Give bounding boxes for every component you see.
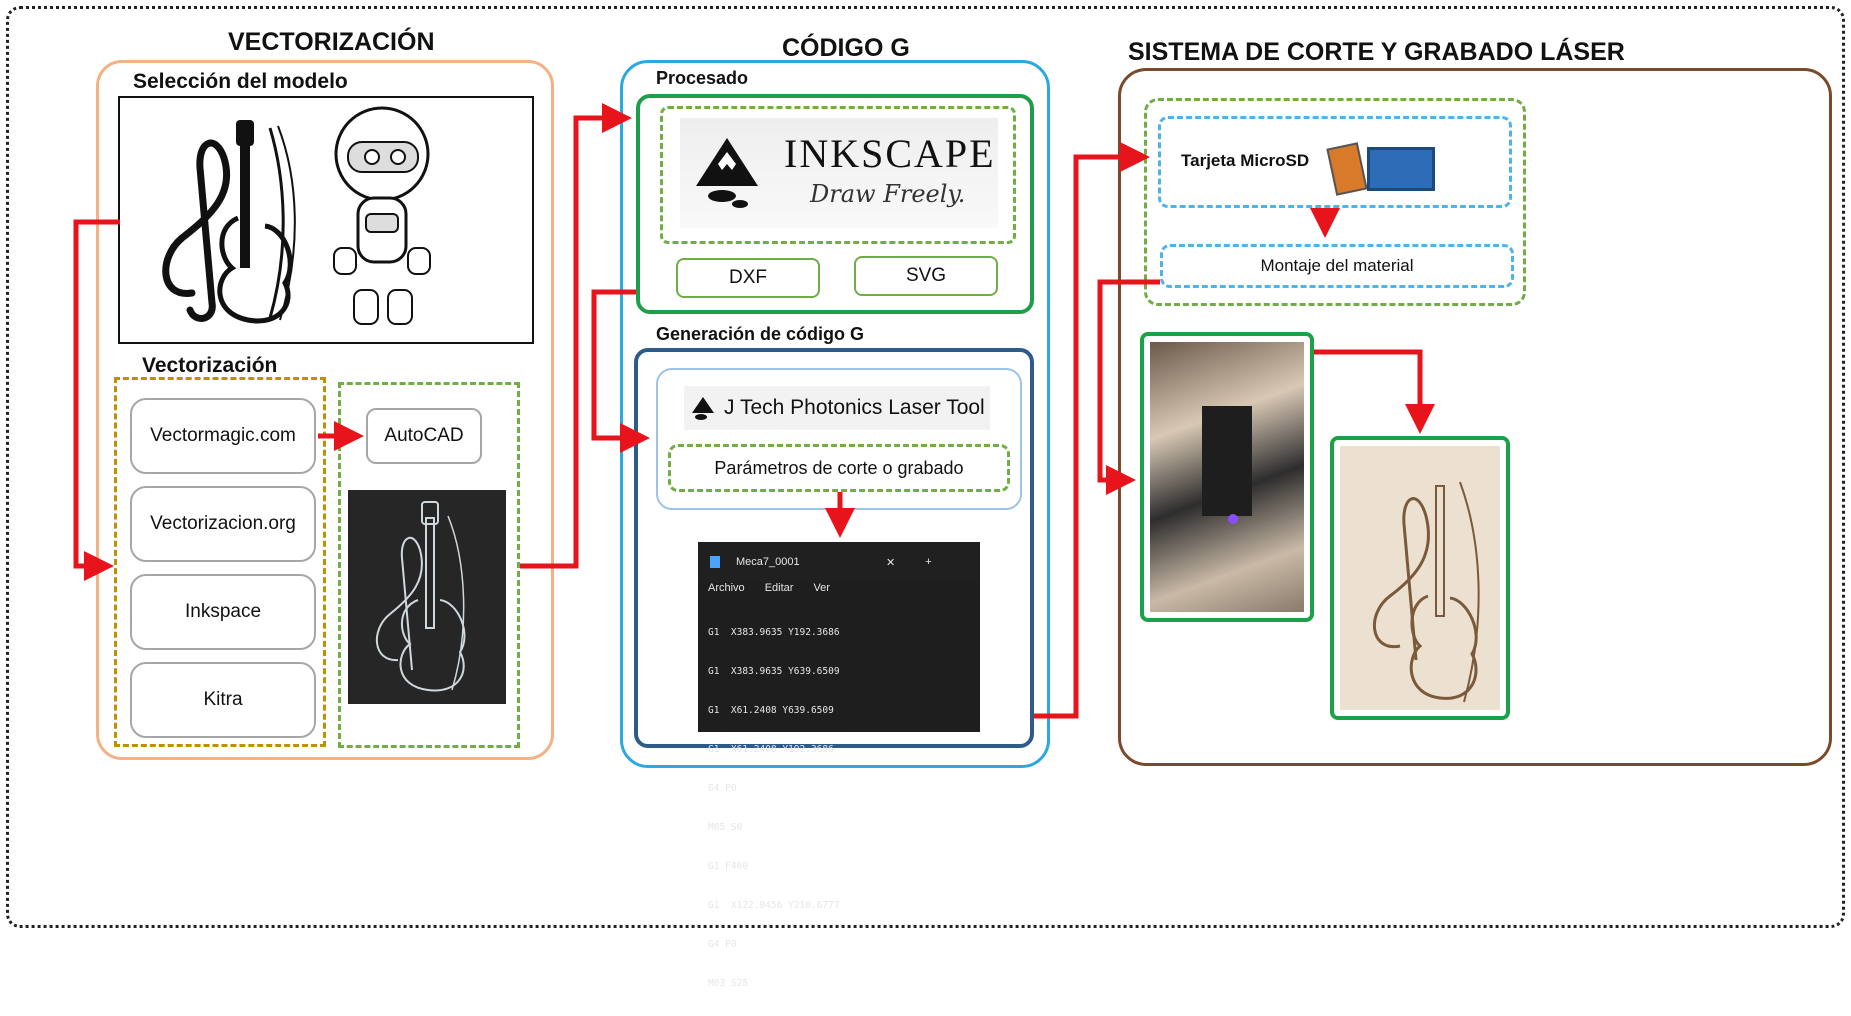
laser-head — [1202, 406, 1252, 516]
editor-menubar: Archivo Editar Ver — [698, 582, 980, 600]
microsd-box: Tarjeta MicroSD — [1158, 116, 1512, 208]
microsd-label: Tarjeta MicroSD — [1181, 151, 1310, 170]
laser-frame — [1118, 68, 1832, 766]
laser-machine-photo — [1150, 342, 1304, 612]
editor-tab-title: Meca7_0001 — [736, 556, 800, 568]
engraved-result-photo — [1340, 446, 1500, 710]
microsd-dashed-group — [1144, 98, 1526, 306]
code-line: G4 P0 — [708, 939, 737, 950]
inkscape-tagline: Draw Freely. — [810, 180, 966, 208]
arrow-mount-to-machine — [1097, 279, 1160, 495]
code-line: G4 P0 — [708, 783, 737, 794]
menu-ver: Ver — [813, 582, 830, 594]
inkscape-small-icon — [692, 397, 714, 420]
arrow-model-to-tools — [73, 219, 120, 581]
generation-panel — [634, 348, 1034, 748]
inkscape-logo-text: INKSCAPE — [784, 131, 996, 176]
editor-titlebar: Meca7_0001 ✕ + — [698, 542, 980, 582]
arrow-autocad-to-processed — [520, 103, 632, 569]
code-line: M03 S25 — [708, 978, 749, 989]
jtech-header: J Tech Photonics Laser Tool — [684, 386, 990, 430]
processed-label: Procesado — [656, 68, 749, 88]
format-dxf: DXF — [676, 258, 820, 298]
lcd-display-icon — [1367, 147, 1435, 191]
section-title-vectorizacion: VECTORIZACIÓN — [228, 28, 435, 56]
format-svg: SVG — [854, 256, 998, 296]
params-box: Parámetros de corte o grabado — [668, 444, 1010, 492]
codigo-g-frame — [620, 60, 1050, 768]
vectorization-label: Vectorización — [142, 354, 278, 377]
code-line: G1 X122.0456 Y218.6777 — [708, 900, 840, 911]
autocad-preview — [348, 490, 506, 704]
outer-frame — [6, 6, 1845, 928]
model-selection-label: Selección del modelo — [133, 70, 348, 93]
tools-dashed-group — [114, 377, 326, 747]
section-title-laser: SISTEMA DE CORTE Y GRABADO LÁSER — [1128, 38, 1625, 66]
arrow-machine-to-result — [1314, 349, 1435, 434]
jtech-label: J Tech Photonics Laser Tool — [724, 396, 985, 419]
code-line: G1 X383.9635 Y639.6509 — [708, 666, 840, 677]
section-title-codigo-g: CÓDIGO G — [782, 34, 910, 62]
guitar-clef-drawing — [162, 120, 296, 324]
autocad-box: AutoCAD — [366, 408, 482, 464]
tool-kitra: Kitra — [130, 662, 316, 738]
tool-vectormagic: Vectormagic.com — [130, 398, 316, 474]
close-tab-icon: ✕ — [886, 556, 896, 569]
guitar-outline-icon — [375, 501, 466, 692]
processed-panel — [636, 94, 1034, 314]
generation-label: Generación de código G — [656, 324, 865, 344]
mount-box: Montaje del material — [1160, 244, 1514, 288]
menu-editar: Editar — [764, 582, 794, 594]
autocad-dashed-group — [338, 382, 520, 748]
inkscape-logo-panel: INKSCAPE Draw Freely. — [680, 118, 998, 228]
laser-machine-photo-frame — [1140, 332, 1314, 622]
menu-archivo: Archivo — [708, 582, 745, 594]
engraved-guitar-icon — [1373, 481, 1480, 703]
code-line: G1 X383.9635 Y192.3686 — [708, 627, 840, 638]
gcode-editor-window: Meca7_0001 ✕ + Archivo Editar Ver G1 X38… — [698, 542, 980, 989]
vectorizacion-frame — [96, 60, 554, 760]
code-line: G1 F400 — [708, 861, 749, 872]
tool-vectorizacion-org: Vectorizacion.org — [130, 486, 316, 562]
code-line: G1 X61.2408 Y192.3686 — [708, 744, 834, 755]
flow-arrows — [73, 103, 1435, 719]
arrow-generation-to-microsd — [1034, 142, 1150, 719]
laser-beam-icon — [1228, 514, 1238, 524]
code-line: G1 X61.2408 Y639.6509 — [708, 705, 834, 716]
code-line: M05 S0 — [708, 822, 743, 833]
robot-drawing — [333, 106, 431, 325]
engraved-result-photo-frame — [1330, 436, 1510, 720]
tool-inkspace: Inkspace — [130, 574, 316, 650]
notepad-icon — [710, 556, 720, 568]
new-tab-icon: + — [925, 556, 932, 568]
arrow-processed-to-generation — [591, 289, 650, 453]
inkscape-icon — [696, 138, 758, 208]
inkscape-dashed-group — [660, 106, 1016, 244]
